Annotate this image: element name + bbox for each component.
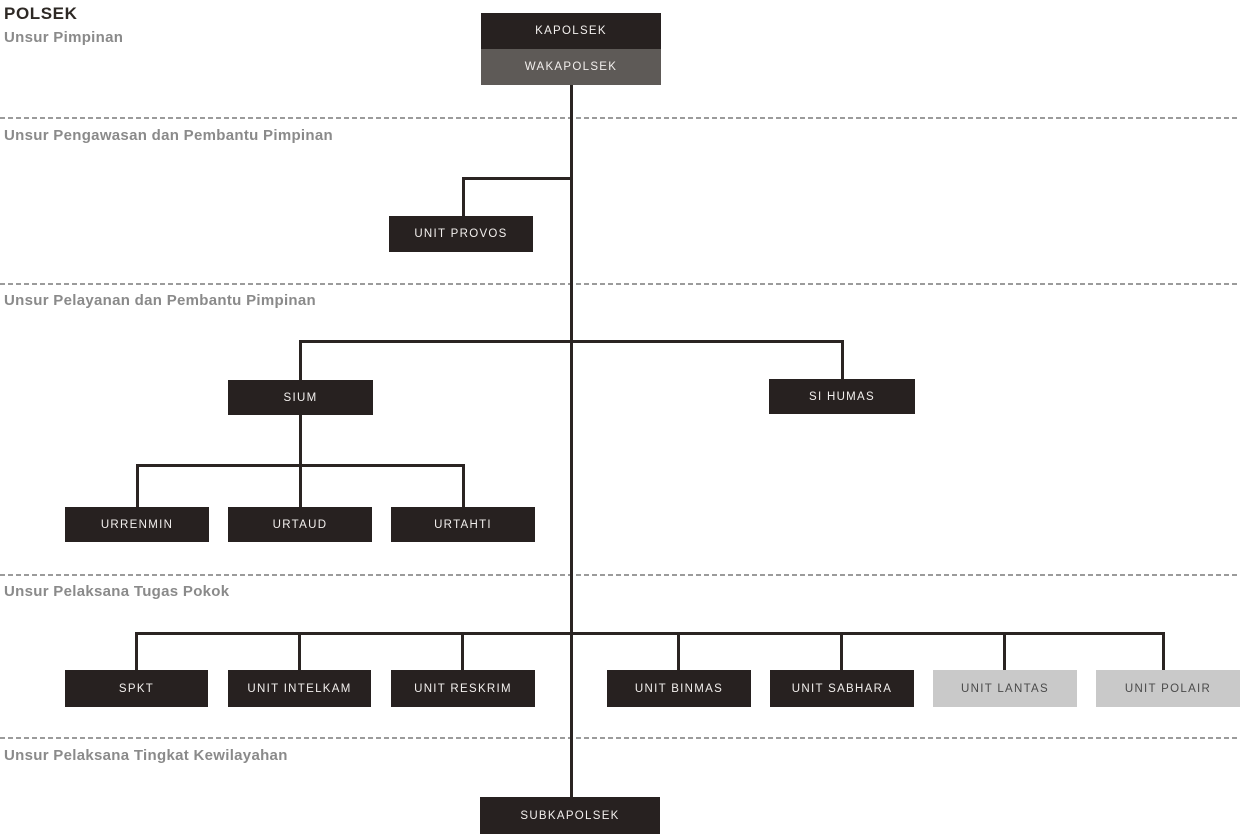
node-unit-binmas: UNIT BINMAS (607, 670, 751, 707)
node-unit-sabhara: UNIT SABHARA (770, 670, 914, 707)
node-unit-lantas: UNIT LANTAS (933, 670, 1077, 707)
node-subkapolsek: SUBKAPOLSEK (480, 797, 660, 834)
connector-provos-drop (462, 177, 465, 216)
connector-lantas-drop (1003, 632, 1006, 670)
chart-title: POLSEK (4, 4, 78, 23)
connector-intelkam-drop (298, 632, 301, 670)
node-wakapolsek: WAKAPOLSEK (481, 49, 661, 85)
section-label-unsur-pimpinan: Unsur Pimpinan (4, 29, 124, 46)
connector-sihumas-drop (841, 340, 844, 379)
connector-reskrim-drop (461, 632, 464, 670)
connector-provos-horizontal (462, 177, 573, 180)
section-separator-1 (0, 117, 1240, 119)
section-label-unsur-pelaksana-wilayah: Unsur Pelaksana Tingkat Kewilayahan (4, 747, 288, 764)
connector-pelayanan-horizontal (299, 340, 844, 343)
connector-binmas-drop (677, 632, 680, 670)
section-separator-3 (0, 574, 1240, 576)
connector-urtahti-drop (462, 464, 465, 507)
connector-main-trunk (570, 85, 573, 797)
connector-tugas-horizontal (135, 632, 1165, 635)
node-unit-intelkam: UNIT INTELKAM (228, 670, 371, 707)
connector-polair-drop (1162, 632, 1165, 670)
connector-urtaud-drop (299, 464, 302, 507)
section-label-unsur-pelaksana-tugas: Unsur Pelaksana Tugas Pokok (4, 583, 230, 600)
connector-spkt-drop (135, 632, 138, 670)
node-kapolsek: KAPOLSEK (481, 13, 661, 49)
node-unit-reskrim: UNIT RESKRIM (391, 670, 535, 707)
node-urtahti: URTAHTI (391, 507, 535, 542)
section-separator-2 (0, 283, 1240, 285)
node-unit-provos: UNIT PROVOS (389, 216, 533, 252)
connector-sium-down (299, 414, 302, 466)
section-label-unsur-pengawasan: Unsur Pengawasan dan Pembantu Pimpinan (4, 127, 333, 144)
node-unit-polair: UNIT POLAIR (1096, 670, 1240, 707)
node-spkt: SPKT (65, 670, 208, 707)
connector-sium-drop (299, 340, 302, 380)
node-urtaud: URTAUD (228, 507, 372, 542)
node-sium: SIUM (228, 380, 373, 415)
node-si-humas: SI HUMAS (769, 379, 915, 414)
connector-urrenmin-drop (136, 464, 139, 507)
section-separator-4 (0, 737, 1240, 739)
connector-sabhara-drop (840, 632, 843, 670)
section-label-unsur-pelayanan: Unsur Pelayanan dan Pembantu Pimpinan (4, 292, 317, 309)
node-urrenmin: URRENMIN (65, 507, 209, 542)
